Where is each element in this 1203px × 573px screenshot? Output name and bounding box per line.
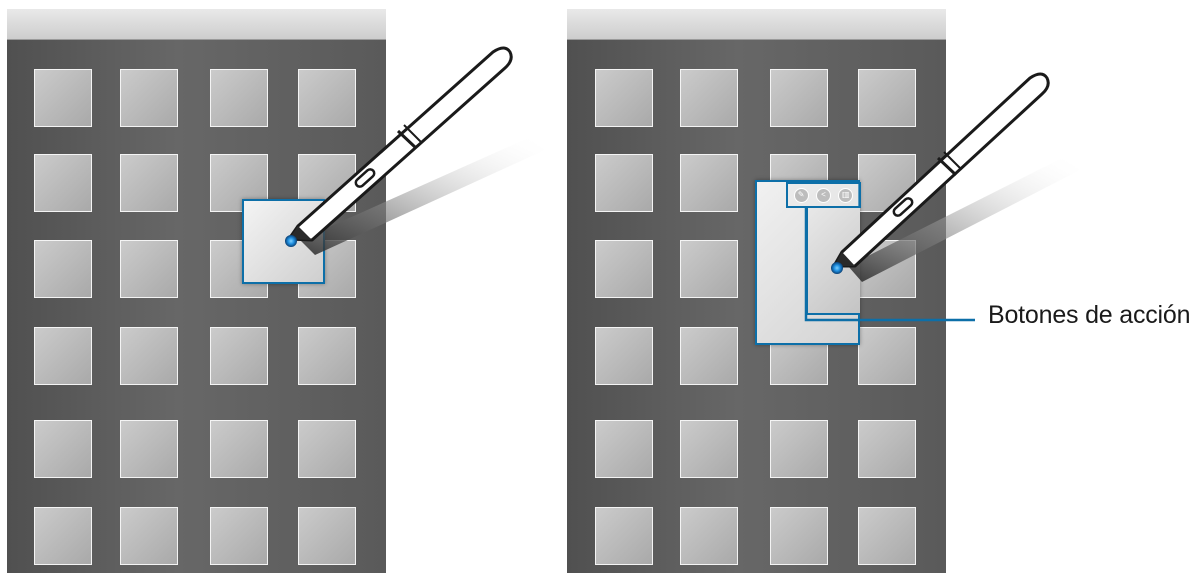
app-tile[interactable] xyxy=(34,507,92,565)
app-tile[interactable] xyxy=(858,420,916,478)
app-tile[interactable] xyxy=(858,327,916,385)
app-tile[interactable] xyxy=(595,420,653,478)
app-tile[interactable] xyxy=(680,327,738,385)
app-tile[interactable] xyxy=(770,420,828,478)
app-tile[interactable] xyxy=(298,69,356,127)
app-tile[interactable] xyxy=(858,154,916,212)
app-tile[interactable] xyxy=(34,327,92,385)
app-tile[interactable] xyxy=(120,507,178,565)
app-tile[interactable] xyxy=(120,240,178,298)
status-bar xyxy=(7,9,386,40)
app-tile[interactable] xyxy=(120,154,178,212)
app-tile[interactable] xyxy=(120,69,178,127)
app-tile[interactable] xyxy=(595,507,653,565)
app-tile[interactable] xyxy=(210,507,268,565)
app-tile[interactable] xyxy=(120,327,178,385)
phone-screen-left xyxy=(7,9,386,573)
app-tile[interactable] xyxy=(298,327,356,385)
app-tile[interactable] xyxy=(210,327,268,385)
app-tile[interactable] xyxy=(680,69,738,127)
pinned-capture-inner xyxy=(806,208,860,315)
app-tile[interactable] xyxy=(680,420,738,478)
app-tile[interactable] xyxy=(298,507,356,565)
action-buttons: ✎ < ▥ xyxy=(786,182,861,208)
app-tile[interactable] xyxy=(680,507,738,565)
app-tile[interactable] xyxy=(298,420,356,478)
app-tile[interactable] xyxy=(34,69,92,127)
app-tile[interactable] xyxy=(770,69,828,127)
app-tile[interactable] xyxy=(595,327,653,385)
app-tile[interactable] xyxy=(595,69,653,127)
app-tile[interactable] xyxy=(210,420,268,478)
app-tile[interactable] xyxy=(34,420,92,478)
write-icon[interactable]: ✎ xyxy=(794,188,809,203)
app-tile[interactable] xyxy=(595,240,653,298)
app-tile[interactable] xyxy=(34,240,92,298)
app-tile[interactable] xyxy=(858,69,916,127)
app-tile[interactable] xyxy=(34,154,92,212)
app-tile[interactable] xyxy=(680,154,738,212)
status-bar xyxy=(567,9,946,40)
app-tile[interactable] xyxy=(120,420,178,478)
app-tile[interactable] xyxy=(210,69,268,127)
app-tile[interactable] xyxy=(595,154,653,212)
app-tile[interactable] xyxy=(858,240,916,298)
selection-area xyxy=(242,199,325,284)
share-icon[interactable]: < xyxy=(816,188,831,203)
app-tile[interactable] xyxy=(858,507,916,565)
app-tile[interactable] xyxy=(770,507,828,565)
app-tile[interactable] xyxy=(680,240,738,298)
delete-icon[interactable]: ▥ xyxy=(838,188,853,203)
callout-label: Botones de acción xyxy=(988,301,1190,330)
